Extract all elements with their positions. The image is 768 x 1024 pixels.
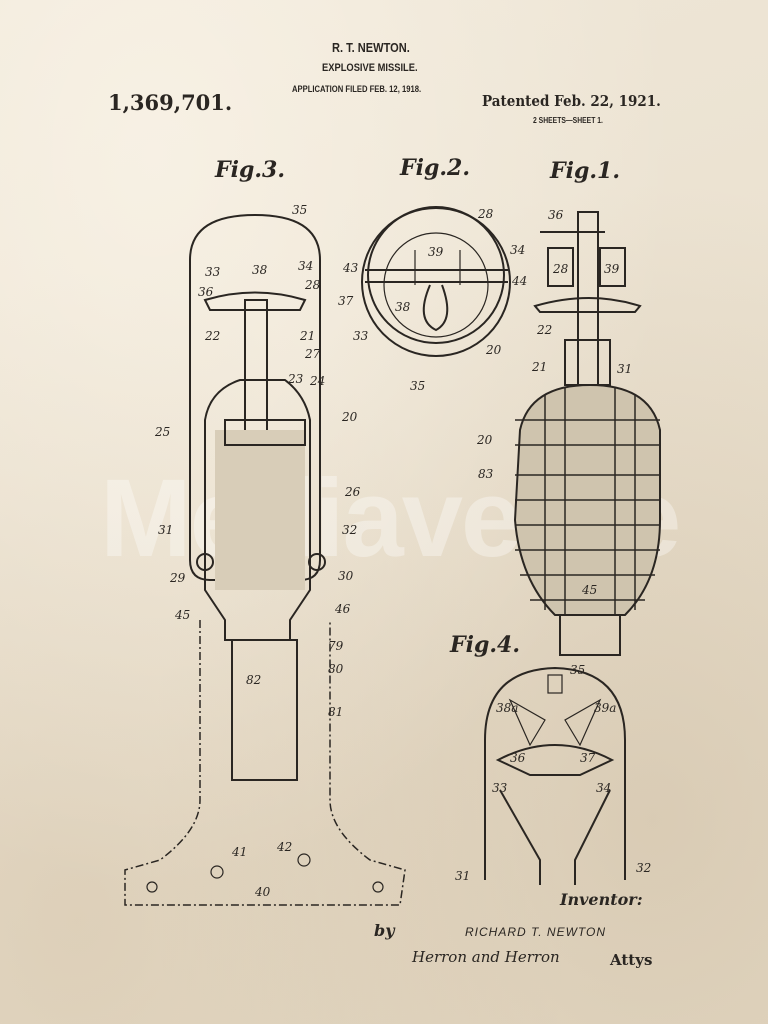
part-label: 81 [328,705,343,719]
part-label: 36 [510,751,526,765]
part-label: 31 [158,523,173,537]
part-label: 36 [548,208,564,222]
part-label: 28 [304,278,321,292]
part-label: 36 [198,285,214,299]
fig1-drawing [513,211,661,656]
fig3-title: Fig.3. [214,157,285,183]
part-label: 28 [477,207,494,221]
part-label: 35 [570,663,585,677]
part-label: 32 [342,523,357,537]
fig4-title: Fig.4. [449,632,520,658]
part-label: 29 [169,571,186,585]
attorney-signature: Herron and Herron [412,948,560,966]
fig3-drawing [124,213,406,906]
part-label: 31 [617,362,632,376]
fig2-drawing [361,206,511,357]
part-label: 41 [231,845,247,859]
part-label: 35 [410,379,425,393]
part-label: 38a [496,701,518,715]
part-label: 80 [328,662,344,676]
fig3-part-labels: 35 33 38 34 36 28 37 22 21 27 23 24 20 2… [154,203,361,899]
part-label: 26 [344,485,361,499]
part-label: 21 [299,329,315,343]
part-label: 45 [174,608,190,622]
fig2-title: Fig.2. [399,155,470,181]
part-label: 22 [204,329,220,343]
part-label: 44 [511,274,527,288]
part-label: 79 [328,639,344,653]
part-label: 38 [395,300,411,314]
part-label: 34 [596,781,611,795]
part-label: 83 [478,467,494,481]
part-label: 33 [353,329,369,343]
part-label: 23 [287,372,304,386]
part-label: 37 [338,294,354,308]
part-label: 21 [531,360,547,374]
fig1-title: Fig.1. [549,158,620,184]
part-label: 27 [304,347,321,361]
application-date: APPLICATION FILED FEB. 12, 1918. [292,84,422,94]
part-label: 20 [341,410,358,424]
fig1-part-labels: 36 28 39 22 21 31 20 83 45 [476,208,632,597]
part-label: 20 [476,433,493,447]
part-label: 22 [536,323,552,337]
part-label: 32 [636,861,651,875]
patent-number: 1,369,701. [108,90,233,115]
part-label: 35 [292,203,307,217]
part-label: 39 [428,245,444,259]
part-label: 24 [309,374,325,388]
part-label: 20 [485,343,502,357]
by-label: by [374,921,395,940]
part-label: 34 [510,243,525,257]
inventor-label: Inventor: [560,890,643,909]
part-label: 28 [552,262,569,276]
part-label: 30 [338,569,354,583]
inventor-heading: R. T. NEWTON. [332,40,410,55]
part-label: 39 [604,262,620,276]
fig4-drawing [484,666,626,885]
part-label: 33 [492,781,508,795]
part-label: 31 [455,869,470,883]
part-label: 45 [581,583,597,597]
part-label: 38 [252,263,268,277]
fig2-part-labels: 28 39 34 43 44 38 33 20 35 [342,207,527,393]
part-label: 34 [298,259,313,273]
sheet-count: 2 SHEETS—SHEET 1. [533,116,603,125]
part-label: 43 [342,261,359,275]
part-label: 25 [154,425,170,439]
part-label: 33 [205,265,221,279]
part-label: 82 [246,673,261,687]
part-label: 37 [580,751,596,765]
patented-date: Patented Feb. 22, 1921. [482,92,661,110]
patent-title: EXPLOSIVE MISSILE. [322,62,418,74]
inventor-name: RICHARD T. NEWTON [465,925,607,939]
part-label: 40 [254,885,271,899]
part-label: 39a [594,701,616,715]
part-label: 42 [276,840,292,854]
part-label: 46 [334,602,351,616]
fig4-part-labels: 35 38a 39a 36 37 33 34 31 32 [455,663,651,883]
attys-label: Attys [610,951,653,969]
